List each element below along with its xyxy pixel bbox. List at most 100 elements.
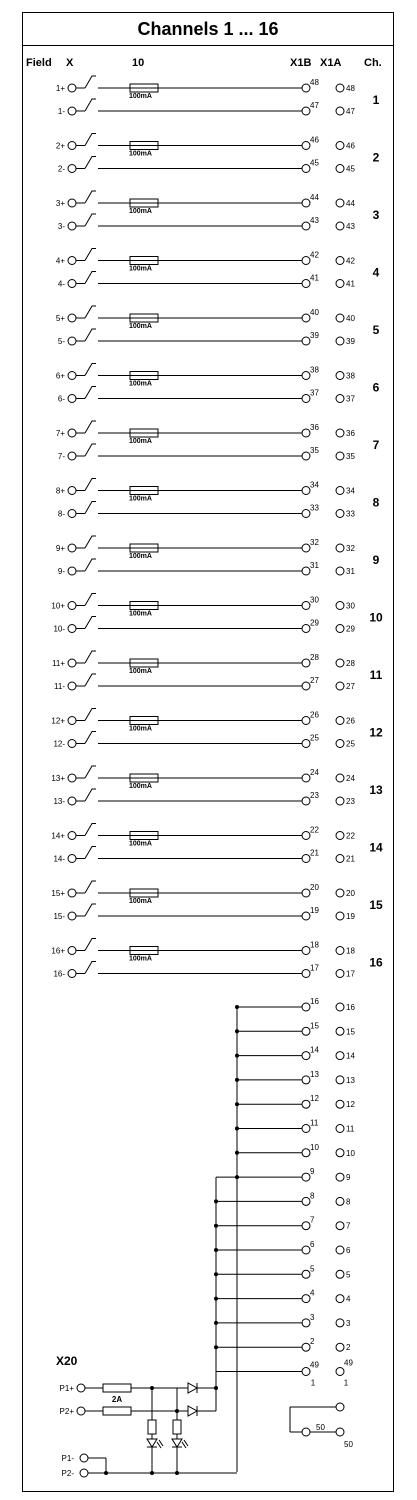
field-terminal xyxy=(67,543,77,553)
field-terminal xyxy=(67,854,77,863)
x1b-terminal xyxy=(301,911,311,921)
field-terminal xyxy=(67,313,77,323)
x1a-terminal xyxy=(335,336,345,346)
x1b-label: 24 xyxy=(310,768,319,777)
x1a-label: 3 xyxy=(346,1319,351,1328)
fuse-label: 100mA xyxy=(129,668,152,675)
x1b-label: 8 xyxy=(310,1191,315,1200)
x1a-terminal xyxy=(335,796,345,806)
x1a-terminal xyxy=(335,1427,345,1437)
x1a-label: 9 xyxy=(346,1173,351,1182)
field-terminal xyxy=(67,198,77,208)
x1a-terminal xyxy=(335,681,345,691)
field-label-pos: 12+ xyxy=(51,717,65,726)
diode xyxy=(187,1405,199,1417)
fuse-label: 100mA xyxy=(129,438,152,445)
x1a-terminal xyxy=(335,1367,345,1376)
x1a-label: 42 xyxy=(346,257,355,266)
field-terminal xyxy=(67,83,77,93)
x1b-label: 46 xyxy=(310,136,319,145)
channel-number: 11 xyxy=(370,668,383,682)
x1a-label: 15 xyxy=(346,1027,355,1036)
x1a-label: 33 xyxy=(346,510,355,519)
junction-dot xyxy=(150,1471,154,1475)
x1b-label: 33 xyxy=(310,504,319,513)
field-label-pos: 3+ xyxy=(56,199,65,208)
x1a-terminal xyxy=(335,106,345,116)
fuse-label: 100mA xyxy=(129,381,152,388)
field-terminal xyxy=(67,911,77,921)
field-terminal xyxy=(67,969,77,978)
x1a-label: 28 xyxy=(346,659,355,668)
x1a-terminal xyxy=(335,1318,345,1328)
x1b-terminal xyxy=(301,1051,311,1061)
x1a-terminal xyxy=(335,451,345,461)
x1b-terminal xyxy=(301,601,311,610)
switch xyxy=(84,75,96,89)
x1b-label: 37 xyxy=(310,389,319,398)
x1b-label: 15 xyxy=(310,1021,319,1030)
field-terminal xyxy=(67,164,77,173)
field-terminal xyxy=(67,336,77,346)
x1a-terminal xyxy=(335,1402,345,1412)
x1a-terminal xyxy=(335,1124,345,1133)
x1a-terminal xyxy=(335,854,345,863)
fuse-label: 100mA xyxy=(129,323,152,330)
x1b-label: 7 xyxy=(310,1216,315,1225)
x1b-terminal xyxy=(301,486,311,495)
x1a-label: 12 xyxy=(346,1100,355,1109)
field-terminal xyxy=(67,221,77,231)
x1b-terminal xyxy=(301,946,311,955)
switch xyxy=(84,961,96,974)
field-label-neg: 3- xyxy=(58,222,65,231)
x1b-label: 17 xyxy=(310,964,319,973)
field-terminal xyxy=(67,279,77,288)
channel-number: 7 xyxy=(373,438,380,452)
x1a-label: 25 xyxy=(346,740,355,749)
x1a-terminal xyxy=(335,624,345,633)
switch xyxy=(84,880,96,894)
x1a-label: 38 xyxy=(346,372,355,381)
field-label-pos: 10+ xyxy=(51,602,65,611)
field-terminal xyxy=(67,486,77,495)
header-x1b: X1B xyxy=(290,57,311,69)
field-label-pos: 13+ xyxy=(51,774,65,783)
channel-number: 6 xyxy=(373,381,380,395)
x1b-label: 30 xyxy=(310,596,319,605)
x1b-label: 41 xyxy=(310,274,319,283)
channel-number: 9 xyxy=(373,553,380,567)
switch xyxy=(84,98,96,112)
x1b-terminal xyxy=(301,969,311,978)
x1b-terminal xyxy=(301,624,311,633)
field-terminal xyxy=(67,509,77,518)
field-label-neg: 5- xyxy=(58,337,65,346)
switch xyxy=(84,190,96,204)
x1a-label: 34 xyxy=(346,487,355,496)
x1a-terminal xyxy=(335,1269,345,1279)
x1a-terminal xyxy=(335,428,345,438)
field-label-neg: 10- xyxy=(53,625,65,634)
header-x1a: X1A xyxy=(320,57,341,69)
x1a-terminal xyxy=(335,601,345,610)
field-terminal xyxy=(67,796,77,806)
channel-number: 14 xyxy=(369,841,383,855)
switch xyxy=(84,616,96,629)
x1a-label: 10 xyxy=(346,1149,355,1158)
switch xyxy=(84,558,96,572)
channel-number: 13 xyxy=(369,783,383,797)
x1b-terminal xyxy=(301,1318,311,1328)
channel-number: 10 xyxy=(369,611,383,625)
x1a-label: 29 xyxy=(346,625,355,634)
label: 1 xyxy=(311,1379,316,1388)
channel-number: 16 xyxy=(369,956,383,970)
field-terminal xyxy=(67,451,77,461)
channel-number: 3 xyxy=(373,208,380,222)
field-label-neg: 1- xyxy=(58,107,65,116)
x1b-terminal xyxy=(301,164,311,173)
x1a-terminal xyxy=(335,911,345,921)
x1b-label: 20 xyxy=(310,883,319,892)
field-label-pos: 2+ xyxy=(56,142,65,151)
header-10: 10 xyxy=(132,57,144,69)
x1a-label: 47 xyxy=(346,107,355,116)
fuse-label: 100mA xyxy=(129,208,152,215)
